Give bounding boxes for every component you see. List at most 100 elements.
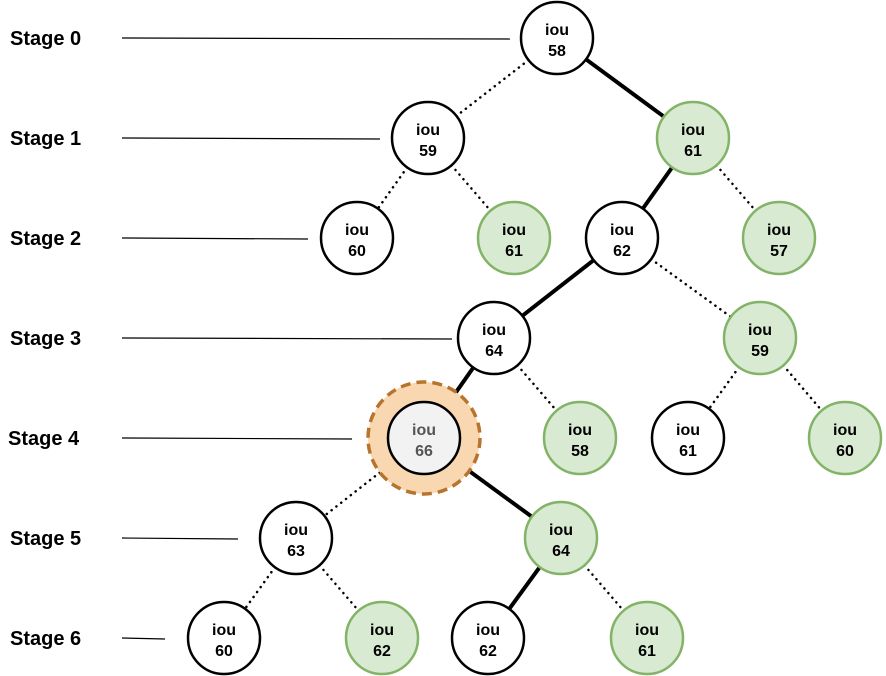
- tree-edge-explored: [376, 166, 409, 210]
- tree-node: iou 60: [186, 600, 262, 676]
- tree-edge-explored: [583, 564, 625, 612]
- node-value: 59: [419, 143, 437, 160]
- node-metric-label: iou: [681, 122, 705, 139]
- node-value: 57: [770, 243, 788, 260]
- tree-edge-explored: [782, 364, 823, 412]
- node-metric-label: iou: [370, 622, 394, 639]
- stage-label: Stage 5: [10, 528, 81, 550]
- node-metric-label: iou: [345, 222, 369, 239]
- node-metric-label: iou: [610, 222, 634, 239]
- node-metric-label: iou: [676, 422, 700, 439]
- node-circle: [655, 100, 731, 176]
- node-metric-label: iou: [212, 622, 236, 639]
- tree-node: iou 60: [807, 400, 883, 476]
- stage-label: Stage 4: [8, 428, 80, 450]
- node-value: 60: [215, 643, 233, 660]
- node-metric-label: iou: [767, 222, 791, 239]
- node-circle: [344, 600, 420, 676]
- node-value: 62: [613, 243, 631, 260]
- tree-node: iou 58: [542, 400, 618, 476]
- stage-guide-line: [121, 337, 453, 340]
- tree-edge-selected: [584, 57, 666, 119]
- node-value: 58: [548, 43, 566, 60]
- node-value: 60: [348, 243, 366, 260]
- node-circle: [741, 200, 817, 276]
- node-circle: [584, 200, 660, 276]
- node-circle: [386, 400, 462, 476]
- tree-edge-selected: [521, 258, 595, 318]
- tree-node: iou 62: [450, 600, 526, 676]
- stage-guide-line: [121, 137, 381, 140]
- node-metric-label: iou: [284, 522, 308, 539]
- node-value: 63: [287, 543, 305, 560]
- node-circle: [319, 200, 395, 276]
- node-metric-label: iou: [502, 222, 526, 239]
- stage-label: Stage 3: [10, 328, 81, 350]
- node-value: 62: [479, 643, 497, 660]
- node-value: 64: [485, 343, 503, 360]
- node-circle: [476, 200, 552, 276]
- node-value: 66: [415, 443, 433, 460]
- node-circle: [186, 600, 262, 676]
- node-value: 61: [684, 143, 702, 160]
- tree-node: iou 61: [650, 400, 726, 476]
- node-metric-label: iou: [412, 422, 436, 439]
- tree-node: iou 61: [655, 100, 731, 176]
- tree-edge-selected: [641, 166, 674, 210]
- node-value: 61: [505, 243, 523, 260]
- tree-node: iou 59: [390, 100, 466, 176]
- tree-node: iou 63: [258, 500, 334, 576]
- stage-labels: Stage 0 Stage 1 Stage 2 Stage 3 Stage 4 Stage…: [8, 28, 511, 650]
- node-circle: [523, 500, 599, 576]
- node-metric-label: iou: [549, 522, 573, 539]
- node-value: 62: [373, 643, 391, 660]
- node-value: 58: [571, 443, 589, 460]
- stage-label: Stage 2: [10, 228, 81, 250]
- node-value: 60: [836, 443, 854, 460]
- stage-guide-line: [121, 237, 309, 240]
- node-circle: [519, 0, 595, 76]
- node-circle: [650, 400, 726, 476]
- stage-guide-line: [121, 37, 511, 40]
- tree-node: iou 62: [344, 600, 420, 676]
- node-metric-label: iou: [568, 422, 592, 439]
- node-circle: [456, 300, 532, 376]
- node-circle: [722, 300, 798, 376]
- stage-guide-line: [121, 637, 166, 640]
- node-circle: [542, 400, 618, 476]
- node-circle: [450, 600, 526, 676]
- stage-guide-line: [121, 437, 353, 440]
- tree-node: iou 61: [476, 200, 552, 276]
- node-circle: [258, 500, 334, 576]
- tree-node: iou 58: [519, 0, 595, 76]
- node-metric-label: iou: [545, 22, 569, 39]
- tree-edge-explored: [450, 164, 492, 212]
- tree-edge-explored: [455, 58, 530, 118]
- tree-edge-explored: [243, 565, 277, 611]
- tree-edge-explored: [707, 365, 741, 411]
- tree-nodes: iou58iou59iou61iou60iou61iou62iou57iou64…: [186, 0, 883, 676]
- node-metric-label: iou: [833, 422, 857, 439]
- node-circle: [390, 100, 466, 176]
- node-metric-label: iou: [416, 122, 440, 139]
- tree-node: iou 57: [741, 200, 817, 276]
- stage-label: Stage 1: [10, 128, 81, 150]
- stage-label: Stage 0: [10, 28, 81, 50]
- stage-label: Stage 6: [10, 628, 81, 650]
- tree-node-best: iou 66: [366, 380, 482, 496]
- node-value: 61: [638, 643, 656, 660]
- tree-edge-explored: [715, 164, 757, 212]
- tree-edge-explored: [323, 463, 391, 518]
- tree-edge-explored: [516, 364, 558, 412]
- stage-guide-line: [121, 537, 239, 540]
- tree-edge-explored: [318, 564, 360, 612]
- tree-node: iou 60: [319, 200, 395, 276]
- node-metric-label: iou: [748, 322, 772, 339]
- node-metric-label: iou: [476, 622, 500, 639]
- node-value: 61: [679, 443, 697, 460]
